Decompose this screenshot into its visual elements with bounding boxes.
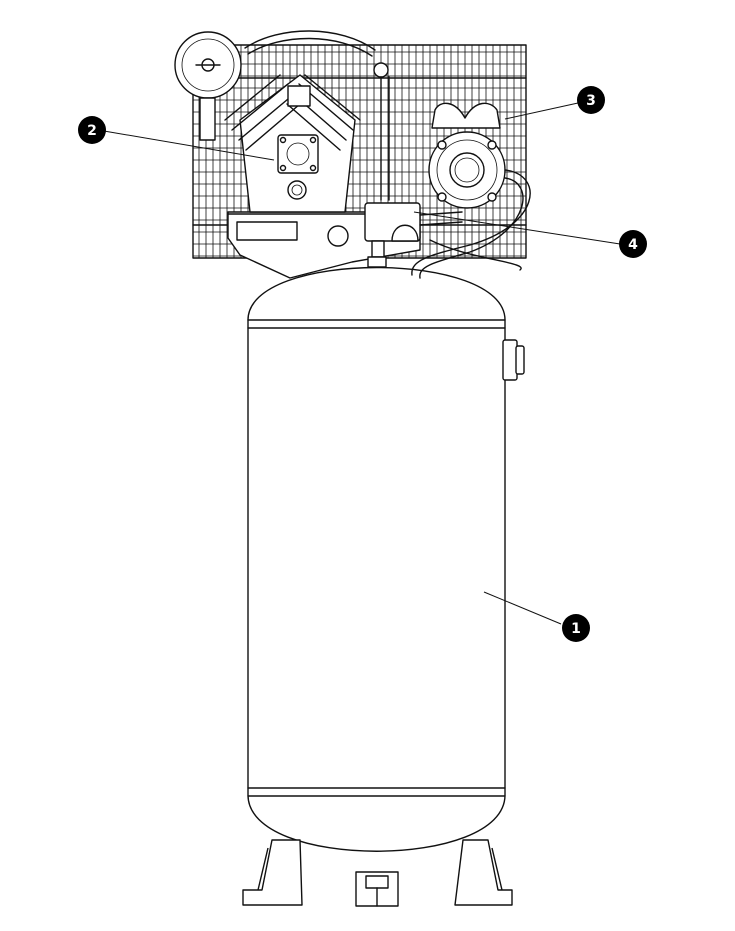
callout-3: 3 — [577, 86, 605, 114]
callout-4: 4 — [619, 230, 647, 258]
callout-2: 2 — [78, 116, 106, 144]
leader-line-3 — [504, 102, 579, 120]
callout-label-3: 3 — [586, 93, 596, 109]
electric-motor — [411, 102, 531, 279]
leader-line-1 — [483, 591, 562, 625]
pressure-gauge — [327, 62, 390, 247]
leader-line-4 — [413, 211, 621, 245]
callout-label-1: 1 — [571, 621, 581, 637]
callout-1: 1 — [562, 614, 590, 642]
callout-label-4: 4 — [628, 237, 638, 253]
leader-line-2 — [103, 130, 275, 161]
callout-label-2: 2 — [87, 123, 97, 139]
compressor-pump — [224, 30, 376, 213]
pressure-switch — [364, 202, 463, 268]
air-tank — [247, 266, 525, 852]
flywheel — [174, 31, 242, 141]
leader-lines — [103, 102, 621, 625]
tank-feet — [242, 839, 513, 907]
